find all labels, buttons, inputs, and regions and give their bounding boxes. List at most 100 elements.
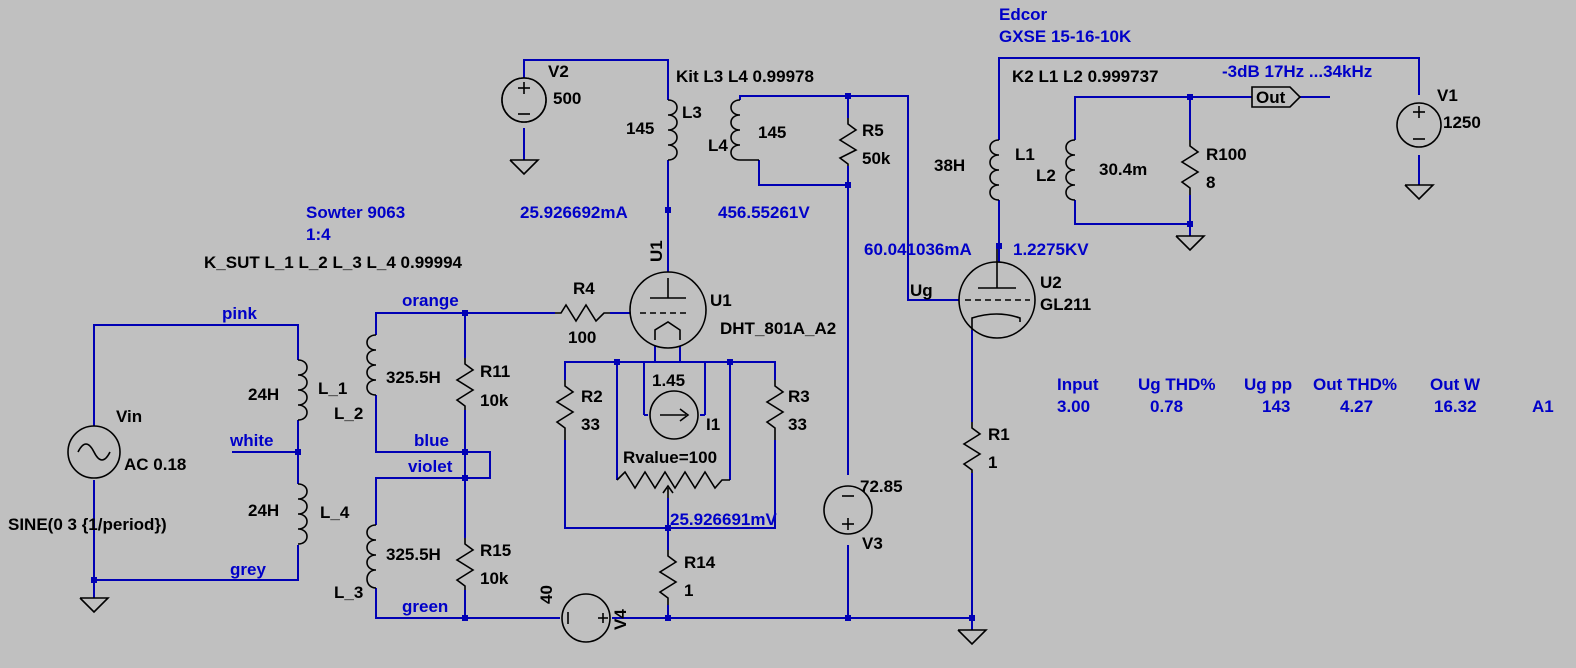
output-port[interactable]: Out [1251,86,1302,108]
l_1-value: 24H [248,385,279,404]
op-current-u1: 25.926692mA [520,203,628,222]
l_1-name: L_1 [318,379,347,398]
r15-name: R15 [480,541,511,560]
u2-model: GL211 [1040,295,1091,314]
l_3-value: 325.5H [386,545,441,564]
junctions [91,93,1193,621]
voltage-source-v1[interactable] [1396,102,1442,148]
inductor-l_4[interactable] [297,483,308,545]
triode-u2[interactable] [958,249,1036,339]
results-value: 4.27 [1340,397,1373,416]
labels: Edcor GXSE 15-16-10K Kit L3 L4 0.99978 K… [8,5,1554,630]
r3-value: 33 [788,415,807,434]
resistor-r5[interactable] [838,118,858,166]
i1-name: I1 [706,415,720,434]
v1-value: 1250 [1443,113,1481,132]
l_4-name: L_4 [320,503,350,522]
resistor-r3[interactable] [765,380,785,440]
u1-model: DHT_801A_A2 [720,319,836,338]
op-voltage-u1: 456.55261V [718,203,810,222]
i1-value: 1.45 [652,371,685,390]
l_2-value: 325.5H [386,368,441,387]
resistor-r11[interactable] [455,358,475,410]
k2-coupling: K2 L1 L2 0.999737 [1012,67,1158,86]
u1-ref-vertical: U1 [647,240,666,262]
op-voltage-u2: 1.2275KV [1013,240,1089,259]
sine-spec: SINE(0 3 {1/period}) [8,515,167,534]
v1-name: V1 [1437,86,1458,105]
results-header: Ug pp [1244,375,1292,394]
results-value: 16.32 [1434,397,1477,416]
r14-name: R14 [684,553,716,572]
v4-value: 40 [537,585,556,604]
u1-name: U1 [710,291,732,310]
voltage-source-v2[interactable] [501,77,547,123]
inductor-l2[interactable] [1065,139,1076,201]
op-cathode: 25.926691mV [670,510,777,529]
k-sut-label: K_SUT L_1 L_2 L_3 L_4 0.99994 [204,253,463,272]
ac-source-vin[interactable] [67,425,121,479]
net-orange: orange [402,291,459,310]
l2-value: 30.4m [1099,160,1147,179]
r4-value: 100 [568,328,596,347]
results-header: Out THD% [1313,375,1397,394]
u2-name: U2 [1040,273,1062,292]
r11-value: 10k [480,391,509,410]
net-pink: pink [222,304,257,323]
voltage-source-v4[interactable] [561,593,611,643]
r3-name: R3 [788,387,810,406]
v2-name: V2 [548,62,569,81]
inductor-l4[interactable] [730,99,759,161]
r100-name: R100 [1206,145,1247,164]
r5-name: R5 [862,121,884,140]
sowter-label: Sowter 9063 [306,203,405,222]
results-header: Out W [1430,375,1481,394]
r15-value: 10k [480,569,509,588]
voltage-source-v3[interactable] [823,485,873,535]
kit-coupling: Kit L3 L4 0.99978 [676,67,814,86]
inductor-l_2[interactable] [366,334,377,396]
triode-u1[interactable] [629,271,707,349]
rpot-value: Rvalue=100 [623,448,717,467]
r4-name: R4 [573,279,595,298]
resistor-r1[interactable] [962,422,982,473]
resistor-r2[interactable] [555,380,575,440]
out-port-label: Out [1256,88,1286,107]
r2-value: 33 [581,415,600,434]
ground-symbols [79,159,1435,646]
results-header: Ug THD% [1138,375,1215,394]
r100-value: 8 [1206,173,1215,192]
op-current-u2: 60.041036mA [864,240,972,259]
l4-value: 145 [758,123,786,142]
edcor-label: Edcor [999,5,1048,24]
r11-name: R11 [480,362,510,381]
resistor-r15[interactable] [455,538,475,590]
inductor-l_1[interactable] [297,359,308,421]
v4-name: V4 [611,609,630,630]
v2-value: 500 [553,89,581,108]
resistor-r100[interactable] [1180,140,1200,195]
results-tag: A1 [1532,397,1554,416]
inductor-l3[interactable] [667,99,678,161]
inductor-l_3[interactable] [366,524,377,589]
inductor-l1[interactable] [989,139,1000,201]
l_4-value: 24H [248,501,279,520]
r1-value: 1 [988,453,997,472]
resistor-r4[interactable] [555,303,610,323]
r5-value: 50k [862,149,891,168]
l2-name: L2 [1036,166,1056,185]
net-green: green [402,597,448,616]
l1-name: L1 [1015,145,1035,164]
potentiometer-rvalue[interactable] [616,470,730,498]
l_3-name: L_3 [334,583,363,602]
r1-name: R1 [988,425,1010,444]
results-value: 0.78 [1150,397,1183,416]
net-violet: violet [408,457,453,476]
bandwidth-label: -3dB 17Hz ...34kHz [1222,62,1372,81]
results-table: Input Ug THD% Ug pp Out THD% Out W 3.00 … [1057,375,1554,416]
l4-name: L4 [708,136,728,155]
net-blue: blue [414,431,449,450]
resistor-r14[interactable] [658,550,678,605]
current-source-i1[interactable] [649,390,699,440]
